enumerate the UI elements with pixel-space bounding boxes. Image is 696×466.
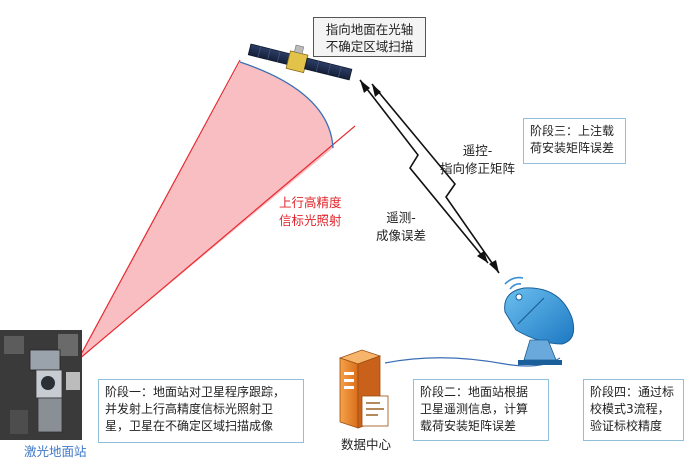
satellite-label-line1: 指向地面在光轴: [325, 22, 414, 37]
uplink-beam-label: 上行高精度 信标光照射: [279, 195, 342, 228]
satellite-label-line2: 不确定区域扫描: [325, 39, 414, 54]
laser-station-label: 激光地面站: [24, 444, 87, 459]
satellite-dish-icon: [504, 276, 575, 365]
telemetry-label: 遥测- 成像误差: [376, 210, 427, 243]
laser-station-image: [0, 330, 82, 440]
satellite-icon: [247, 43, 353, 81]
stage2-box: 阶段二：地面站根据 卫星遥测信息，计算 载荷安装矩阵误差: [413, 379, 549, 441]
stage3-box: 阶段三：上注载 荷安装矩阵误差: [523, 118, 626, 164]
stage4-box: 阶段四：通过标 校模式3流程， 验证标校精度: [583, 379, 684, 441]
data-center-label: 数据中心: [341, 437, 392, 452]
uplink-beam: [77, 59, 356, 361]
stage1-box: 阶段一：地面站对卫星程序跟踪， 并发射上行高精度信标光照射卫 星，卫星在不确定区…: [98, 379, 304, 443]
server-icon: [338, 349, 389, 429]
telemetry-telecontrol-link: [359, 79, 500, 274]
satellite-label: 指向地面在光轴 不确定区域扫描: [313, 17, 426, 57]
telecontrol-label: 遥控- 指向修正矩阵: [440, 143, 516, 176]
